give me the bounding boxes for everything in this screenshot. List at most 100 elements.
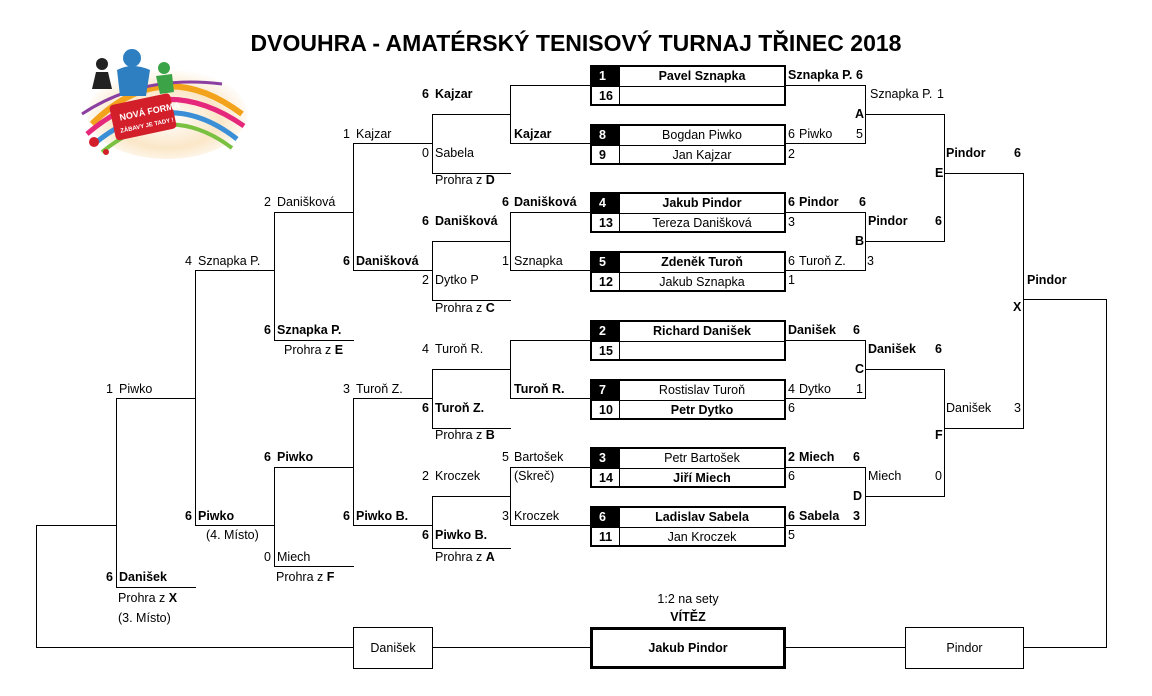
winner-box: Jakub Pindor <box>590 627 786 669</box>
score-name: Piwko <box>198 509 235 523</box>
score-name: Sznapka P. <box>788 68 853 82</box>
score-name: Sznapka <box>514 254 563 268</box>
score-name: Danišková <box>356 254 419 268</box>
score-name: Dytko <box>799 382 831 396</box>
score: 6 <box>502 195 509 209</box>
score: 2 <box>788 450 795 464</box>
score: 4 <box>788 382 795 396</box>
match-letter: E <box>935 166 944 180</box>
score-name: Piwko <box>119 382 153 396</box>
place-note: (4. Místo) <box>206 528 259 542</box>
score-name: Miech <box>277 550 311 564</box>
score: 5 <box>856 127 863 141</box>
loser-from: Prohra z A <box>435 550 495 564</box>
score-name: Piwko <box>799 127 833 141</box>
score-name: Danišek <box>119 570 167 584</box>
player-row[interactable]: 15 <box>592 341 784 361</box>
score-name: Piwko B. <box>435 528 488 542</box>
score: 1 <box>106 382 113 396</box>
score: 3 <box>1014 401 1021 415</box>
score-name: Pindor <box>1027 273 1067 287</box>
score: 1 <box>937 87 944 101</box>
score-name: Piwko <box>277 450 314 464</box>
event-logo: NOVÁ FORMA ZÁBAVY JE TADY ! <box>81 49 247 159</box>
score: 6 <box>1014 146 1021 160</box>
score-name: Piwko B. <box>356 509 409 523</box>
score: 6 <box>264 450 271 464</box>
score: 6 <box>935 342 942 356</box>
score-name: Pindor <box>799 195 839 209</box>
final-left-box: Danišek <box>353 627 433 669</box>
score: 6 <box>343 509 350 523</box>
score-name: Sznapka P. <box>870 87 933 101</box>
score: 4 <box>422 342 429 356</box>
score-name: Miech <box>799 450 835 464</box>
score-name: Kroczek <box>435 469 481 483</box>
score-name: Sabela <box>799 509 840 523</box>
score-name: Kajzar <box>514 127 552 141</box>
score-name: Miech <box>868 469 902 483</box>
score-name: Dytko P <box>435 273 479 287</box>
score: 6 <box>343 254 350 268</box>
score: 6 <box>853 450 860 464</box>
score: 6 <box>422 401 429 415</box>
score: 3 <box>788 215 795 229</box>
score-name: Sznapka P. <box>198 254 261 268</box>
score: 1 <box>856 382 863 396</box>
score-name: Bartošek <box>514 450 564 464</box>
score: 6 <box>859 195 866 209</box>
match-letter: F <box>935 428 943 442</box>
score: 6 <box>422 214 429 228</box>
score-name: Danišková <box>514 195 577 209</box>
score: 6 <box>788 195 795 209</box>
page-title: DVOUHRA - AMATÉRSKÝ TENISOVÝ TURNAJ TŘIN… <box>250 30 902 56</box>
score: 3 <box>853 509 860 523</box>
score: 0 <box>935 469 942 483</box>
score-name: Danišek <box>788 323 836 337</box>
match-letter: C <box>855 362 865 376</box>
score: 4 <box>185 254 192 268</box>
score-name: Turoň Z. <box>799 254 846 268</box>
score: 6 <box>422 87 429 101</box>
score-name: Sznapka P. <box>277 323 342 337</box>
score: 6 <box>788 469 795 483</box>
score: 3 <box>343 382 350 396</box>
winner-label: VÍTĚZ <box>670 610 706 624</box>
score-name: Turoň Z. <box>356 382 403 396</box>
score: 6 <box>788 509 795 523</box>
match-letter: X <box>1013 300 1022 314</box>
loser-from: Prohra z C <box>435 301 495 315</box>
score-name: Kajzar <box>356 127 392 141</box>
score: 5 <box>788 528 795 542</box>
score-name: Danišková <box>277 195 336 209</box>
score-name: Danišek <box>868 342 916 356</box>
score-name: Turoň R. <box>514 382 565 396</box>
place-note: (3. Místo) <box>118 611 171 625</box>
score-name: Kroczek <box>514 509 560 523</box>
score: 6 <box>935 214 942 228</box>
score-name: Turoň R. <box>435 342 484 356</box>
loser-from: Prohra z E <box>284 343 344 357</box>
player-row[interactable]: 16 <box>592 86 784 106</box>
score: 6 <box>788 254 795 268</box>
